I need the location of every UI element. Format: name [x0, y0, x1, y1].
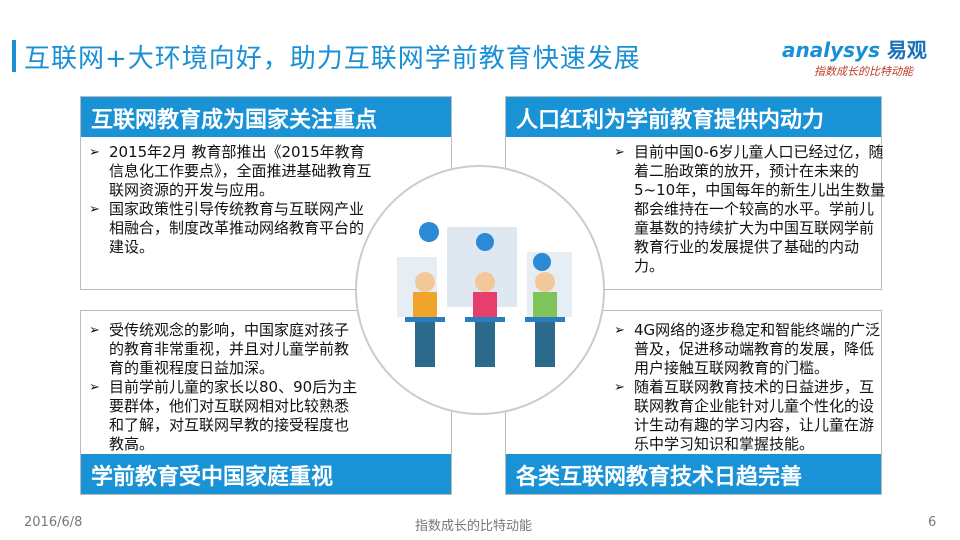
- analysys-logo: analysys 易观: [782, 34, 927, 63]
- logo-tagline: 指数成长的比特动能: [814, 65, 913, 78]
- box-header: 各类互联网教育技术日趋完善: [506, 454, 881, 494]
- box-header: 人口红利为学前教育提供内动力: [506, 97, 881, 137]
- logo-en: analysys: [782, 38, 880, 62]
- bullet-item: 国家政策性引导传统教育与互联网产业相融合，制度改革推动网络教育平台的建设。: [89, 200, 374, 257]
- bullet-item: 4G网络的逐步稳定和智能终端的广泛普及，促进移动端教育的发展，降低用户接触互联网…: [614, 321, 886, 378]
- bullet-item: 目前中国0-6岁儿童人口已经过亿，随着二胎政策的放开，预计在未来的5~10年，中…: [614, 143, 886, 276]
- box-header: 互联网教育成为国家关注重点: [81, 97, 451, 137]
- students-with-laptops-illustration: [397, 222, 572, 367]
- logo-cn: 易观: [886, 38, 927, 62]
- footer-center: 指数成长的比特动能: [415, 519, 533, 534]
- title-accent-bar: [12, 40, 16, 72]
- footer-date: 2016/6/8: [24, 515, 83, 530]
- bullet-item: 2015年2月 教育部推出《2015年教育信息化工作要点》，全面推进基础教育互联…: [89, 143, 374, 200]
- bullet-item: 目前学前儿童的家长以80、90后为主要群体，他们对互联网相对比较熟悉和了解，对互…: [89, 378, 361, 454]
- bullet-item: 随着互联网教育技术的日益进步，互联网教育企业能针对儿童个性化的设计生动有趣的学习…: [614, 378, 886, 454]
- page-title: 互联网+大环境向好，助力互联网学前教育快速发展: [24, 44, 641, 74]
- bullet-item: 受传统观念的影响，中国家庭对孩子的教育非常重视，并且对儿童学前教育的重视程度日益…: [89, 321, 361, 378]
- box-header: 学前教育受中国家庭重视: [81, 454, 451, 494]
- center-illustration: [355, 165, 605, 415]
- box-national-focus: 互联网教育成为国家关注重点 2015年2月 教育部推出《2015年教育信息化工作…: [80, 96, 452, 290]
- page-number: 6: [928, 515, 937, 530]
